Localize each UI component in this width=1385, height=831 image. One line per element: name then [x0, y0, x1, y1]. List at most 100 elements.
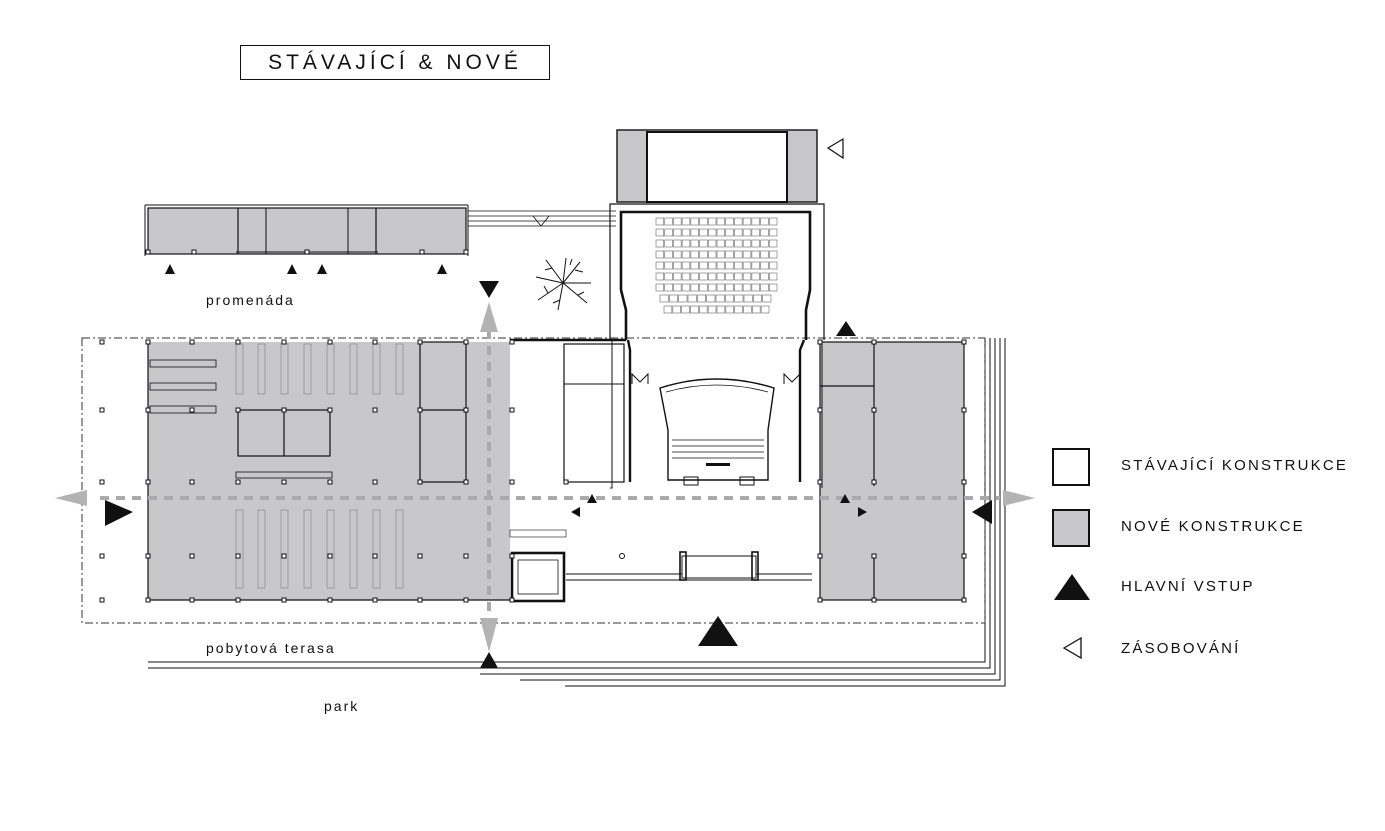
seat	[681, 217, 691, 226]
column-marker	[871, 479, 877, 485]
seat	[716, 305, 726, 314]
site-boundary	[81, 337, 986, 624]
stage-house	[616, 129, 818, 203]
seat	[716, 250, 726, 259]
column-marker	[235, 339, 241, 345]
column-marker	[417, 553, 423, 559]
column-marker	[235, 597, 241, 603]
seat	[699, 250, 708, 259]
column-marker	[463, 339, 469, 345]
seat	[690, 272, 699, 281]
seat	[673, 228, 682, 237]
column-marker	[99, 339, 105, 345]
label-terrace: pobytová terasa	[206, 640, 336, 656]
new-west-hall	[148, 342, 510, 600]
new-stage-house-left	[617, 130, 647, 202]
seat	[699, 305, 708, 314]
seat	[760, 228, 769, 237]
seat	[734, 239, 743, 248]
column-marker	[99, 479, 105, 485]
column-marker	[327, 339, 333, 345]
seat	[716, 217, 726, 226]
seat	[768, 283, 778, 292]
shelf	[303, 509, 312, 589]
column-marker	[817, 597, 823, 603]
seat	[707, 228, 717, 237]
seat	[742, 283, 752, 292]
column-marker	[961, 339, 967, 345]
seat	[768, 261, 778, 270]
seat	[659, 294, 669, 303]
seat	[673, 261, 682, 270]
seat	[734, 283, 743, 292]
legend-main-entry-icon	[1054, 574, 1090, 600]
seat	[753, 294, 762, 303]
seat	[664, 250, 673, 259]
shelf	[395, 509, 404, 589]
seat	[742, 250, 752, 259]
seat	[716, 239, 726, 248]
column-marker	[235, 479, 241, 485]
seat	[699, 228, 708, 237]
seat	[664, 239, 673, 248]
seat	[725, 228, 734, 237]
seat	[681, 283, 691, 292]
seat	[699, 261, 708, 270]
seat	[725, 305, 734, 314]
column-marker	[372, 407, 378, 413]
seat	[664, 283, 673, 292]
seat	[673, 272, 682, 281]
seat	[734, 228, 743, 237]
seat	[664, 228, 673, 237]
seat	[687, 294, 697, 303]
column-marker	[563, 479, 569, 485]
seat	[655, 228, 665, 237]
seat	[725, 294, 734, 303]
seat	[664, 272, 673, 281]
seat	[655, 261, 665, 270]
seat	[707, 261, 717, 270]
shelf	[303, 343, 312, 395]
seat	[734, 305, 743, 314]
column-marker	[817, 407, 823, 413]
column-marker	[509, 339, 515, 345]
seat	[742, 217, 752, 226]
column-marker	[372, 479, 378, 485]
seat	[681, 261, 691, 270]
seat	[751, 250, 760, 259]
seat	[672, 305, 681, 314]
circulation-axes	[100, 330, 1000, 618]
seat	[760, 305, 770, 314]
column-marker	[961, 407, 967, 413]
seat	[699, 239, 708, 248]
column-marker	[99, 407, 105, 413]
column-marker	[961, 553, 967, 559]
seat	[690, 228, 699, 237]
column-marker	[327, 553, 333, 559]
entry-triangles	[105, 264, 992, 668]
seat	[655, 283, 665, 292]
seat	[699, 217, 708, 226]
seat	[681, 305, 690, 314]
auditorium	[609, 203, 825, 489]
column-marker	[327, 407, 333, 413]
seat	[751, 217, 760, 226]
plan-title-text: STÁVAJÍCÍ & NOVÉ	[268, 50, 522, 74]
label-promenade: promenáda	[206, 292, 295, 308]
seat	[751, 228, 760, 237]
axis-arrowheads	[55, 302, 1035, 652]
seat	[673, 217, 682, 226]
seat	[762, 294, 772, 303]
seat	[655, 272, 665, 281]
seat	[690, 283, 699, 292]
seat	[725, 261, 734, 270]
column-marker	[281, 597, 287, 603]
shelf	[349, 343, 358, 395]
seat	[663, 305, 673, 314]
column-marker	[817, 553, 823, 559]
seat	[742, 261, 752, 270]
shelf	[395, 343, 404, 395]
column-marker	[871, 553, 877, 559]
column-marker	[417, 597, 423, 603]
